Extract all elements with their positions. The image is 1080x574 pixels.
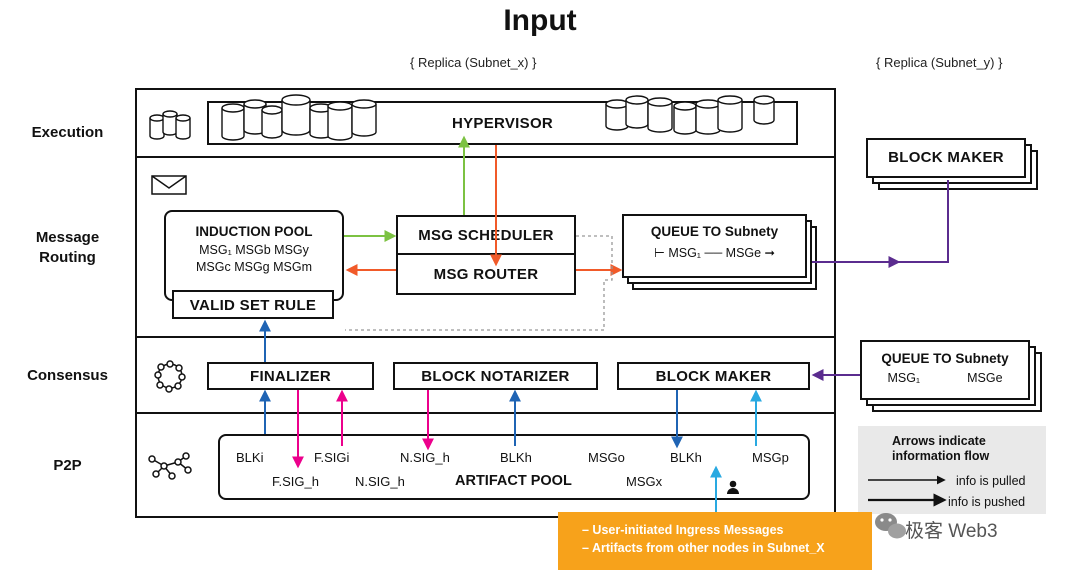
- layer-execution: Execution: [31, 124, 104, 141]
- line-queue-to-blockmaker: [812, 180, 949, 263]
- p2p-network-icon: [148, 452, 192, 480]
- msg-o-label: MSGo: [588, 450, 625, 465]
- queue-to-subnet-title: QUEUE TO Subnety: [650, 224, 779, 239]
- queue-right-title: QUEUE TO Subnety: [881, 351, 1009, 366]
- valid-set-rule-box: VALID SET RULE: [172, 290, 334, 319]
- queue-right-msg1: MSG₁: [887, 371, 921, 385]
- layer-message-routing: Message Routing: [0, 228, 135, 268]
- legend-title: Arrows indicate information flow: [892, 434, 1046, 464]
- legend-pulled-label: info is pulled: [956, 474, 1026, 488]
- replica-frame: [135, 88, 836, 518]
- finalizer-label: FINALIZER: [249, 368, 332, 385]
- nsig-h-bottom-label: N.SIG_h: [355, 474, 405, 489]
- legend-title-line2: information flow: [892, 449, 990, 463]
- queue-to-subnet-box: QUEUE TO Subnety ⊢ MSG₁ ── MSGe ➞: [622, 214, 807, 278]
- finalizer-box: FINALIZER: [207, 362, 374, 390]
- layer-message-routing-line1: Message: [35, 229, 100, 246]
- block-maker-top-label: BLOCK MAKER: [888, 149, 1004, 166]
- queue-right-msg2: MSGe: [967, 371, 1003, 385]
- ingress-line1: – User-initiated Ingress Messages: [582, 523, 784, 537]
- layer-consensus: Consensus: [27, 367, 108, 384]
- msg-router-box: MSG ROUTER: [396, 253, 576, 295]
- database-icon: [221, 94, 377, 141]
- watermark-text: 极客 Web3: [905, 521, 998, 542]
- envelope-icon: [151, 175, 187, 195]
- nsig-h-top-label: N.SIG_h: [400, 450, 450, 465]
- induction-pool-line2: MSGc MSGg MSGm: [196, 260, 312, 274]
- induction-pool-line1: MSG₁ MSGb MSGy: [199, 243, 309, 257]
- layer-p2p: P2P: [53, 457, 82, 474]
- msg-x-label: MSGx: [626, 474, 663, 489]
- user-icon: [727, 480, 739, 494]
- blk-h-1-label: BLKh: [500, 450, 532, 465]
- msg-scheduler-label: MSG SCHEDULER: [418, 227, 554, 244]
- execution-separator: [135, 156, 836, 158]
- dashed-connector: [345, 235, 613, 331]
- layer-message-routing-line2: Routing: [39, 249, 96, 266]
- induction-pool-box: INDUCTION POOL MSG₁ MSGb MSGy MSGc MSGg …: [164, 210, 344, 301]
- block-notarizer-box: BLOCK NOTARIZER: [393, 362, 598, 390]
- queue-to-subnet-line: ⊢ MSG₁ ── MSGe ➞: [653, 246, 776, 260]
- block-maker-top-box: BLOCK MAKER: [866, 138, 1026, 178]
- queue-right-msgs: MSG₁ MSGe: [862, 370, 1028, 387]
- wechat-icon: [875, 513, 906, 539]
- ring-network-icon: [154, 360, 186, 393]
- artifact-pool-title: ARTIFACT POOL: [455, 473, 572, 489]
- consensus-separator: [135, 412, 836, 414]
- block-notarizer-label: BLOCK NOTARIZER: [421, 368, 570, 385]
- database-icon: [605, 95, 775, 135]
- block-maker-box: BLOCK MAKER: [617, 362, 810, 390]
- msg-p-label: MSGp: [752, 450, 789, 465]
- fsig-h-label: F.SIG_h: [272, 474, 319, 489]
- induction-pool-title: INDUCTION POOL: [195, 224, 313, 239]
- msg-router-label: MSG ROUTER: [433, 266, 539, 283]
- ingress-line2: – Artifacts from other nodes in Subnet_X: [582, 541, 825, 555]
- fsig-i-label: F.SIGi: [314, 450, 350, 465]
- database-icon: [149, 110, 191, 140]
- blk-i-label: BLKi: [236, 450, 264, 465]
- ingress-box: – User-initiated Ingress Messages – Arti…: [558, 512, 872, 570]
- block-maker-label: BLOCK MAKER: [655, 368, 772, 385]
- replica-x-label: { Replica (Subnet_x) }: [410, 55, 537, 70]
- msg-scheduler-box: MSG SCHEDULER: [396, 215, 576, 255]
- hypervisor-label: HYPERVISOR: [451, 115, 554, 132]
- replica-y-label: { Replica (Subnet_y) }: [876, 55, 1003, 70]
- diagram-title: Input: [503, 4, 577, 37]
- queue-right-box: QUEUE TO Subnety MSG₁ MSGe: [860, 340, 1030, 400]
- valid-set-rule-label: VALID SET RULE: [189, 297, 317, 314]
- blk-h-2-label: BLKh: [670, 450, 702, 465]
- legend-title-line1: Arrows indicate: [892, 434, 986, 448]
- routing-separator: [135, 336, 836, 338]
- legend-pushed-label: info is pushed: [948, 495, 1026, 509]
